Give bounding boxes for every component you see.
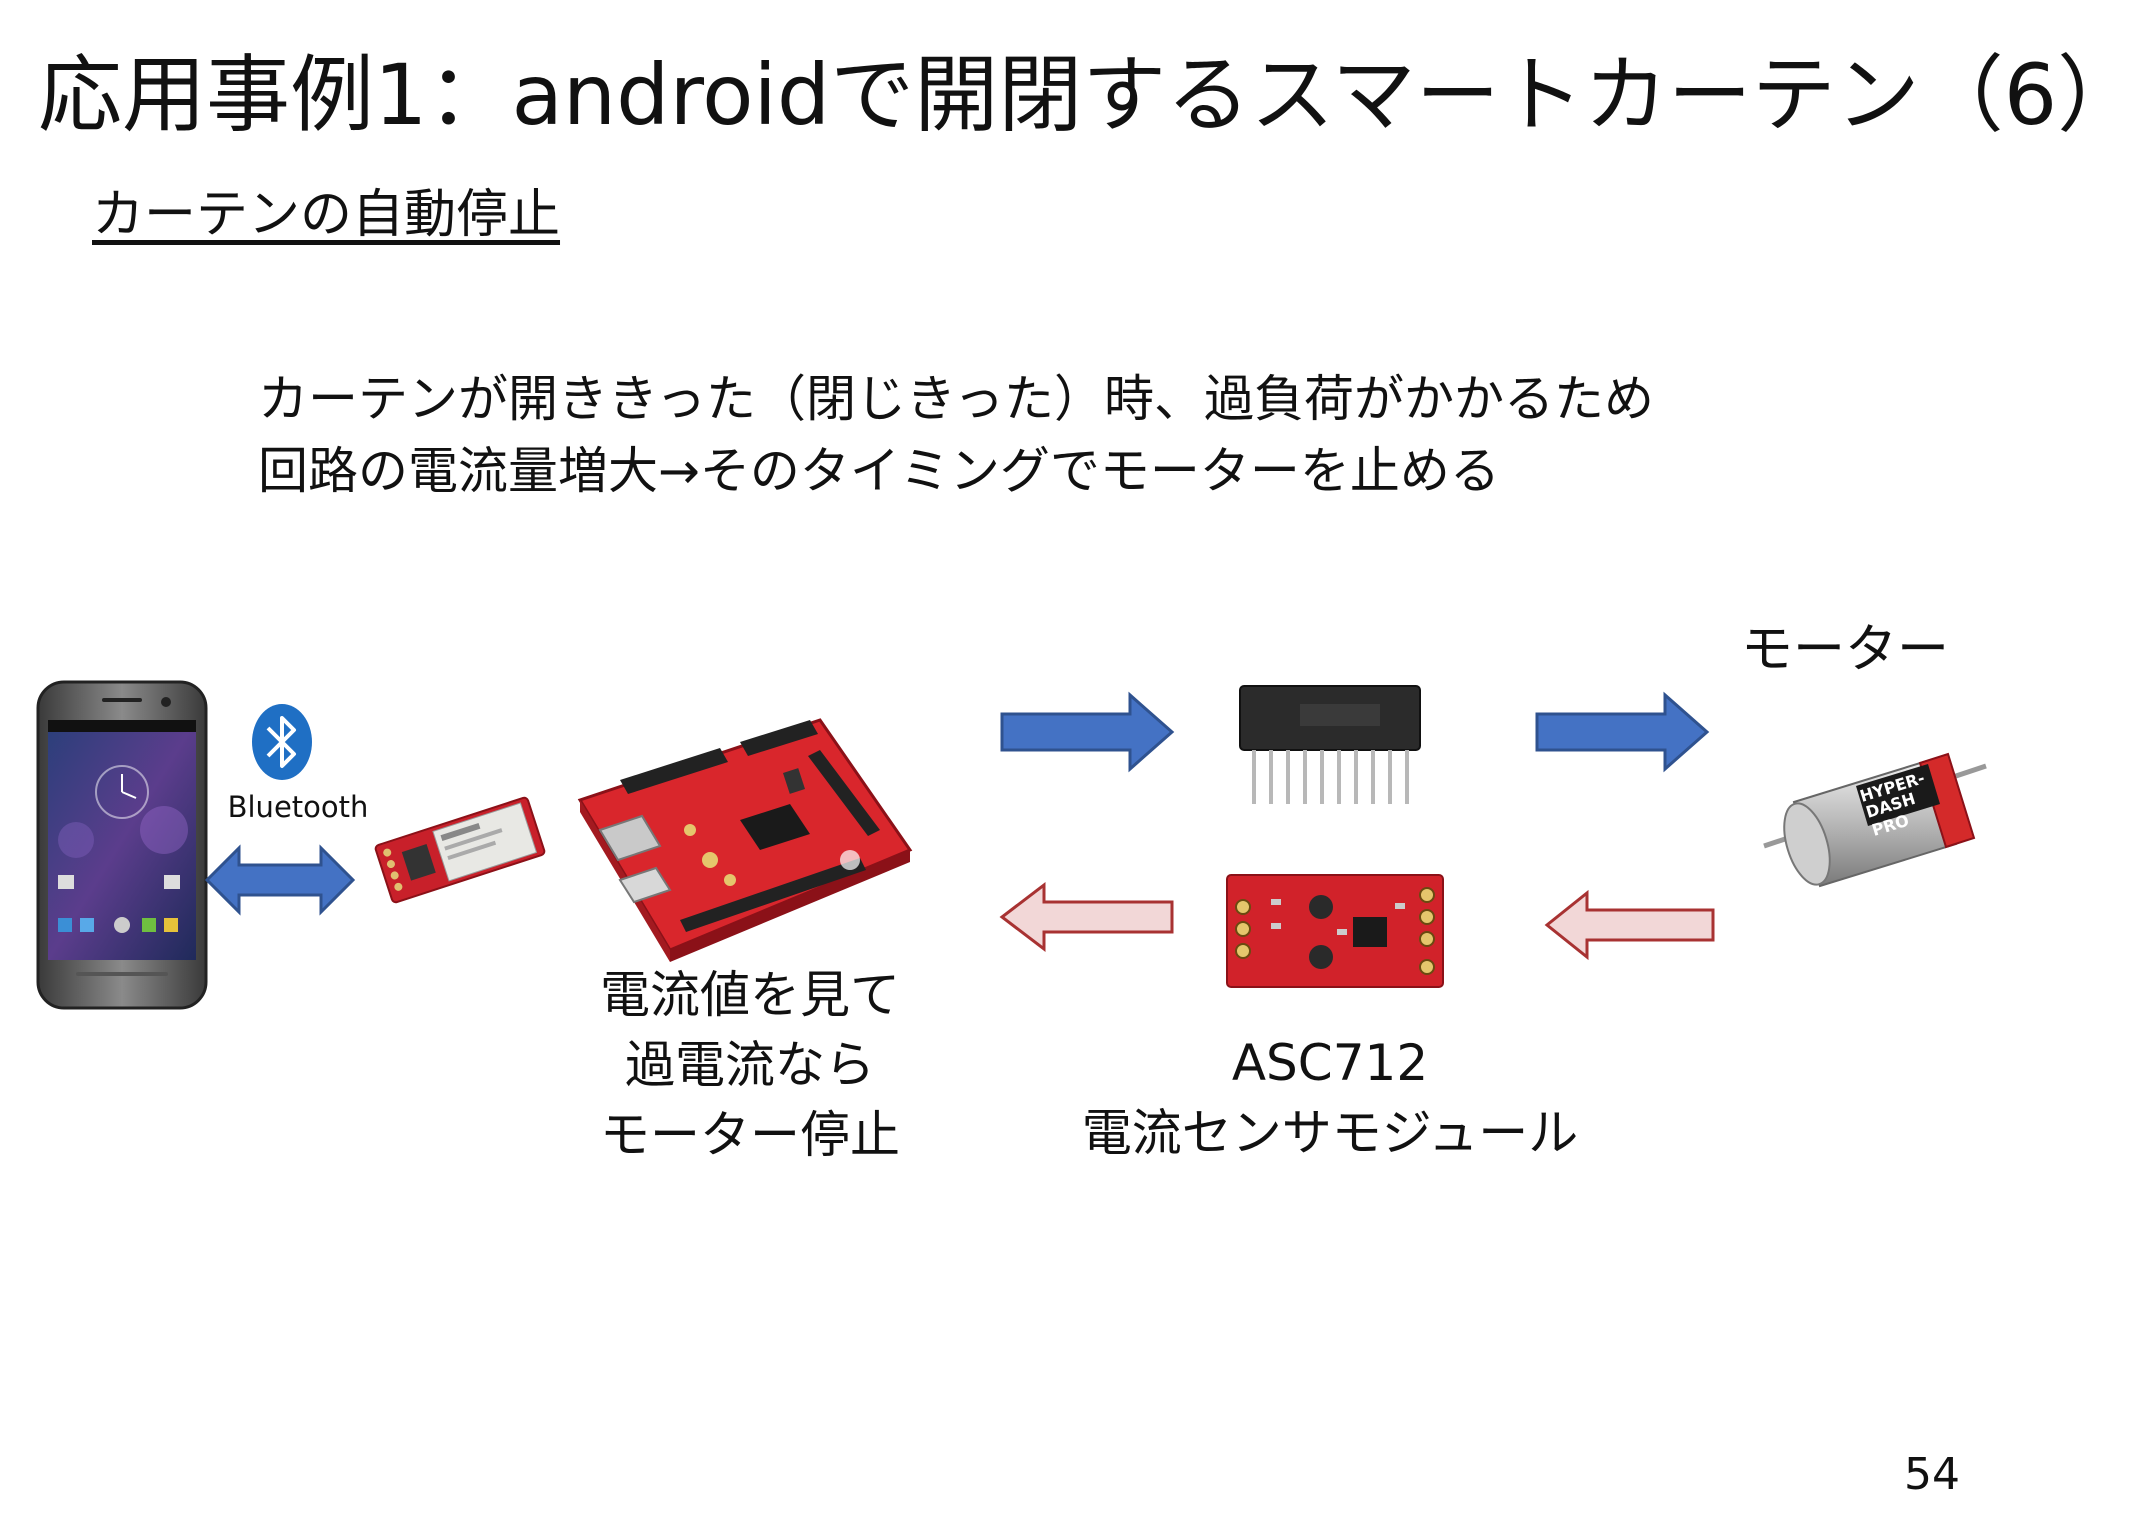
feedback-arrow-to-board [999, 881, 1174, 953]
description-line-1: カーテンが開ききった（閉じきった）時、過負荷がかかるため [258, 370, 1654, 428]
sensor-model-name: ASC712 [1231, 1034, 1429, 1092]
page-number: 54 [1904, 1449, 1960, 1500]
forward-arrow-to-motor [1535, 691, 1710, 773]
sensor-caption: ASC712 電流センサモジュール [1030, 1028, 1630, 1168]
microcontroller-board-image [577, 718, 913, 962]
bluetooth-label: Bluetooth [227, 790, 369, 824]
current-sensor-image [1226, 874, 1444, 988]
description-line-2: 回路の電流量増大→そのタイミングでモーターを止める [258, 442, 1500, 500]
smartphone-image [36, 680, 208, 1010]
logic-caption: 電流値を見て 過電流なら モーター停止 [540, 960, 960, 1170]
sensor-description: 電流センサモジュール [1081, 1104, 1579, 1162]
slide-subtitle: カーテンの自動停止 [92, 185, 561, 245]
feedback-arrow-to-sensor [1544, 889, 1715, 961]
bidirectional-arrow [204, 844, 356, 916]
motor-label: モーター [1740, 620, 1949, 680]
forward-arrow-to-driver [1000, 691, 1175, 773]
motor-driver-ic-image [1239, 685, 1421, 804]
slide-title: 応用事例1：androidで開閉するスマートカーテン（6） [38, 46, 2141, 144]
bluetooth-icon [252, 704, 312, 780]
bluetooth-module-image [374, 796, 546, 904]
logic-caption-line-1: 電流値を見て [600, 966, 900, 1024]
logic-caption-line-3: モーター停止 [600, 1106, 900, 1164]
logic-caption-line-2: 過電流なら [625, 1036, 875, 1094]
motor-image: HYPER- DASH PRO [1763, 752, 1987, 888]
